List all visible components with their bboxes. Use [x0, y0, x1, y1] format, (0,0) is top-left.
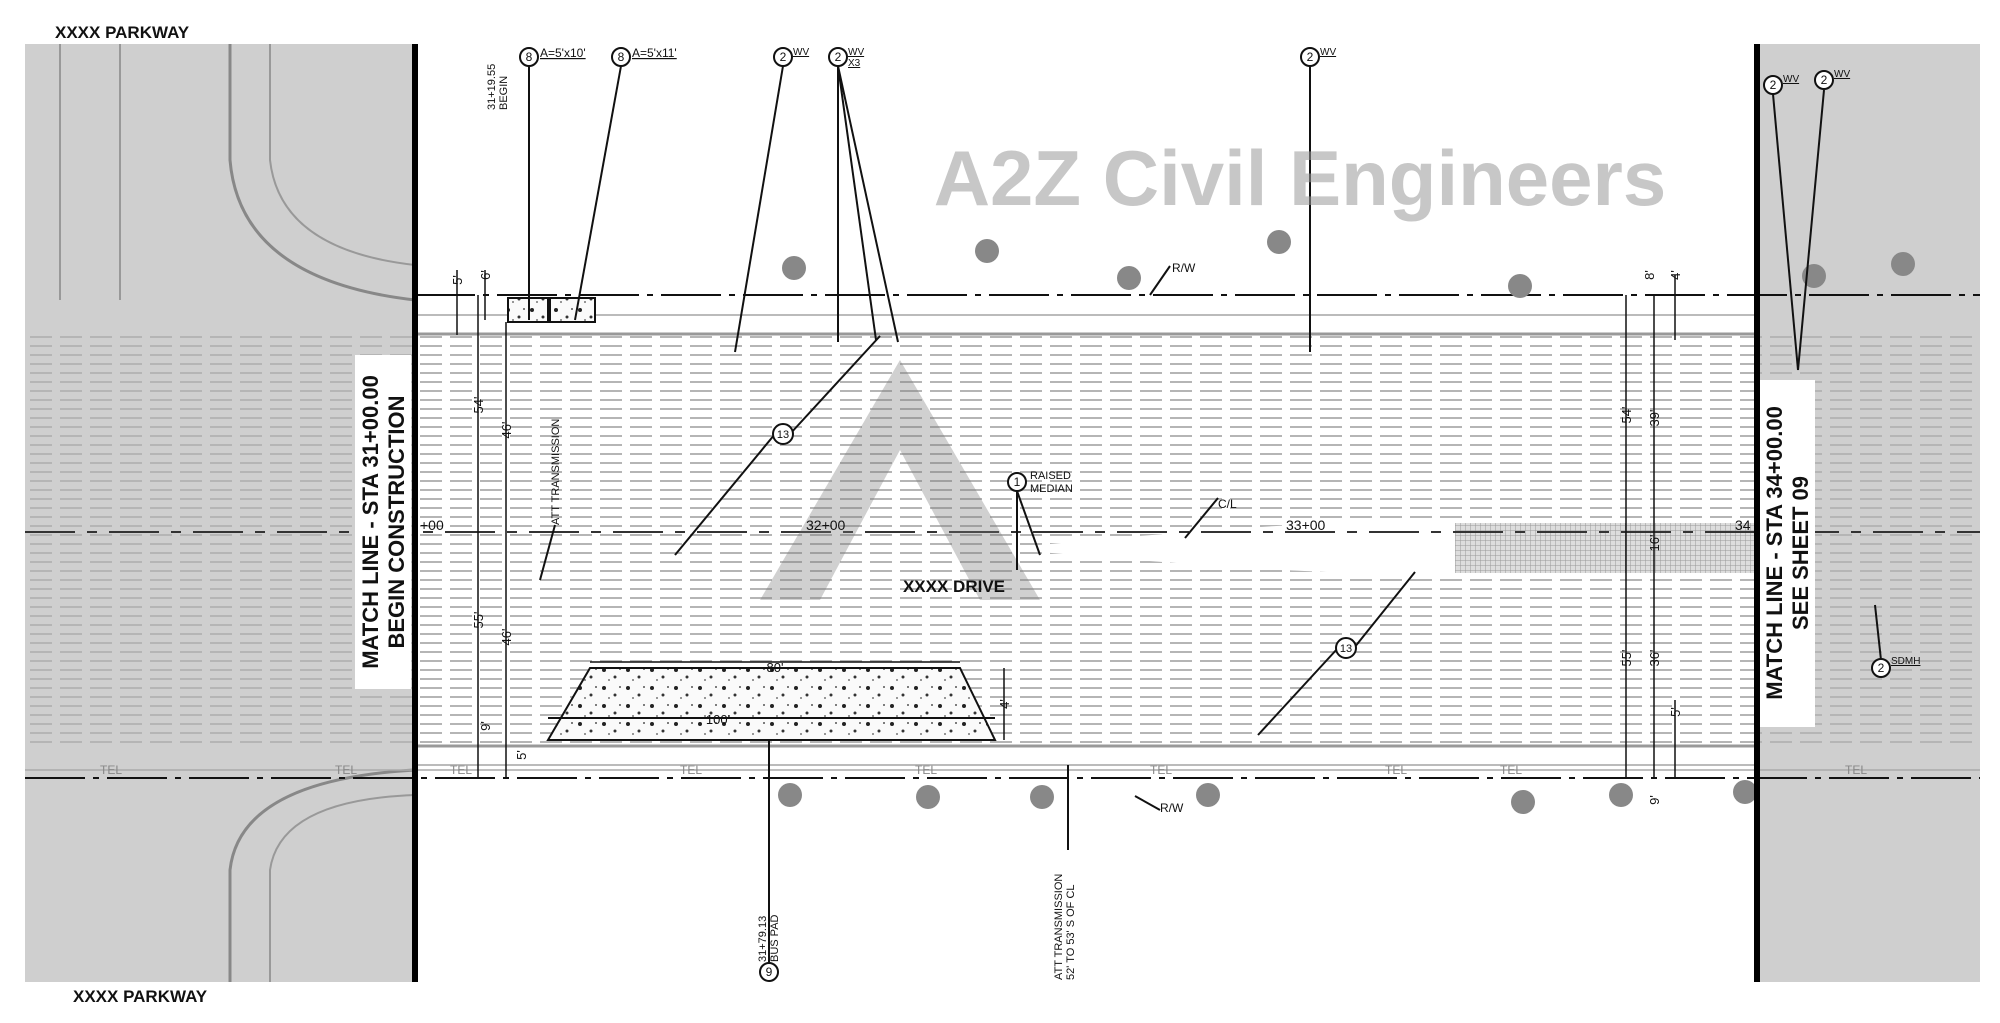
drive-label: XXXX DRIVE — [903, 577, 1005, 596]
bus-pad-station: 31+79.13 — [757, 916, 769, 962]
row-label-top: R/W — [1172, 261, 1196, 275]
street-name-top: XXXX PARKWAY — [55, 23, 190, 42]
match-line-left-label: MATCH LINE - STA 31+00.00 — [358, 375, 383, 669]
dim-right-36: 36' — [1647, 650, 1662, 667]
dim-left-5-top: 5' — [450, 275, 465, 285]
station-31: +00 — [420, 517, 444, 533]
watermark: A2Z Civil Engineers — [934, 134, 1667, 222]
callout-wv2-number: 2 — [835, 50, 842, 64]
dim-pad-height: 4' — [997, 699, 1012, 709]
see-sheet-label: SEE SHEET 09 — [1788, 476, 1813, 630]
dim-left-46a: 46' — [499, 422, 514, 439]
tel-label: TEL — [1500, 763, 1522, 777]
dim-right-16: 16' — [1647, 535, 1662, 552]
callout-buspad-number: 9 — [766, 965, 773, 979]
street-name-bottom: XXXX PARKWAY — [73, 987, 208, 1006]
begin-station: 31+19.55 — [486, 64, 498, 110]
dim-left-9: 9' — [478, 721, 493, 731]
dim-left-46b: 46' — [499, 629, 514, 646]
begin-construction-label: BEGIN CONSTRUCTION — [384, 396, 409, 649]
tel-label: TEL — [450, 763, 472, 777]
row-label-bottom: R/W — [1160, 801, 1184, 815]
begin-label: BEGIN — [498, 76, 510, 110]
callout-inlet1-number: 8 — [526, 50, 533, 64]
dim-right-55: 55' — [1619, 650, 1634, 667]
dim-pad-bottom: 100' — [706, 712, 730, 727]
dim-right-8: 8' — [1642, 270, 1657, 280]
inlet-2 — [549, 297, 596, 323]
station-32: 32+00 — [806, 517, 846, 533]
callout-sdmh-number: 2 — [1878, 661, 1885, 675]
callout-inlet1-text: A=5'x10' — [540, 46, 586, 60]
dim-right-4: 4' — [1668, 270, 1683, 280]
station-33: 33+00 — [1286, 517, 1326, 533]
median-grid — [1455, 523, 1755, 573]
callout-13a-number: 13 — [777, 429, 789, 441]
tel-label: TEL — [1150, 763, 1172, 777]
dim-right-39: 39' — [1647, 410, 1662, 427]
callout-wv2-text: WV — [848, 47, 864, 58]
dim-left-54: 54' — [471, 397, 486, 414]
callout-inlet2-number: 8 — [618, 50, 625, 64]
tel-label: TEL — [680, 763, 702, 777]
tel-label: TEL — [1845, 763, 1867, 777]
att-offset-label: 52' TO 53' S OF CL — [1065, 884, 1077, 980]
callout-wv1-number: 2 — [780, 50, 787, 64]
att-transmission-label: ATT TRANSMISSION — [550, 419, 562, 525]
callout-sdmh-text: SDMH — [1891, 656, 1920, 667]
bus-pad-label: BUS PAD — [769, 914, 781, 962]
callout-13b-number: 13 — [1340, 643, 1352, 655]
match-line-right-label: MATCH LINE - STA 34+00.00 — [1762, 406, 1787, 700]
dim-pad-top: 80' — [767, 660, 784, 675]
callout-wv5-text: WV — [1834, 69, 1850, 80]
leader-lines — [528, 65, 1882, 965]
callout-median-text2: MEDIAN — [1030, 483, 1073, 495]
callout-wv5-number: 2 — [1821, 73, 1828, 87]
callout-wv1-text: WV — [793, 47, 809, 58]
tel-label: TEL — [915, 763, 937, 777]
tel-label: TEL — [1385, 763, 1407, 777]
att-transmission-label-bottom: ATT TRANSMISSION — [1053, 874, 1065, 980]
dim-left-6: 6' — [478, 270, 493, 280]
tree-symbols — [778, 230, 1915, 814]
tel-label: TEL — [335, 763, 357, 777]
callout-wv4-text: WV — [1783, 74, 1799, 85]
dim-left-55: 55' — [471, 612, 486, 629]
callout-inlet2-text: A=5'x11' — [632, 46, 677, 60]
bus-pad — [546, 667, 997, 741]
dim-left-5-bottom: 5' — [514, 750, 529, 760]
callout-wv4-number: 2 — [1770, 78, 1777, 92]
dim-right-54: 54' — [1619, 407, 1634, 424]
dim-right-5: 5' — [1668, 707, 1683, 717]
tel-label: TEL — [100, 763, 122, 777]
centerline-label: C/L — [1218, 497, 1237, 511]
callout-circles — [519, 47, 1891, 982]
watermark-logo-icon — [760, 360, 1040, 600]
station-34: 34 — [1735, 517, 1751, 533]
callout-median-text: RAISED — [1030, 470, 1071, 482]
dimension-lines — [456, 270, 1676, 778]
callout-wv3-number: 2 — [1307, 50, 1314, 64]
dim-right-9: 9' — [1647, 795, 1662, 805]
callout-wv2-qty: X3 — [848, 58, 861, 69]
callout-median-number: 1 — [1014, 475, 1021, 489]
callout-wv3-text: WV — [1320, 47, 1336, 58]
